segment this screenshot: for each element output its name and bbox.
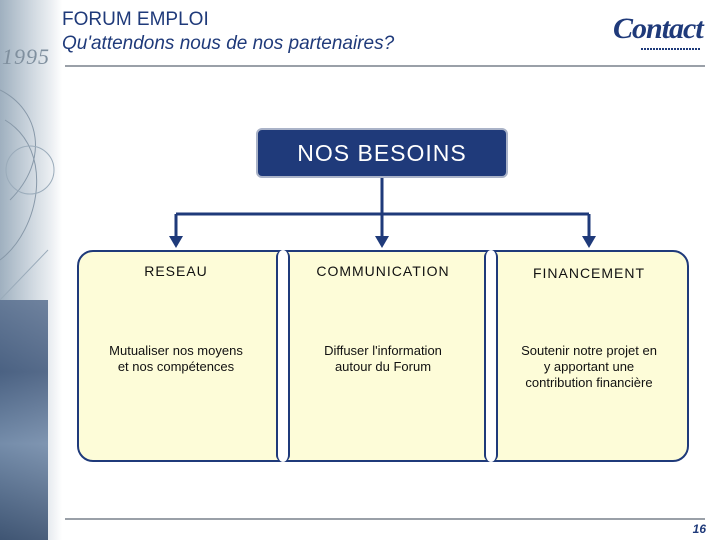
branch-title-communication: COMMUNICATION <box>316 263 450 279</box>
column-separator <box>484 250 498 462</box>
column-separator <box>276 250 290 462</box>
contact-logo: Contact <box>605 10 710 58</box>
arrow-down-icon <box>169 236 183 248</box>
branch-description-reseau: Mutualiser nos moyens et nos compétences <box>76 343 276 375</box>
description-line: Mutualiser nos moyens <box>109 343 243 358</box>
arrow-down-icon <box>582 236 596 248</box>
footer-divider <box>65 518 705 520</box>
branch-title-financement: FINANCEMENT <box>532 265 646 281</box>
needs-panel <box>77 250 689 462</box>
decorative-photo <box>0 300 48 540</box>
root-node-box: NOS BESOINS <box>256 128 508 178</box>
branch-title-reseau: RESEAU <box>144 263 208 279</box>
decorative-orbit-lines <box>0 89 55 301</box>
decorative-side-strip: 1995 <box>0 0 62 540</box>
description-line: y apportant une <box>543 359 635 374</box>
logo-wordmark: Contact <box>613 12 704 45</box>
description-line: contribution financière <box>525 375 653 390</box>
description-line: et nos compétences <box>117 359 235 374</box>
arrow-down-icon <box>375 236 389 248</box>
root-node-label: NOS BESOINS <box>297 139 467 166</box>
description-line: autour du Forum <box>334 359 432 374</box>
branch-description-financement: Soutenir notre projet en y apportant une… <box>489 343 689 391</box>
background-year-text: 1995 <box>2 44 50 69</box>
page-number: 16 <box>692 522 706 536</box>
header-divider <box>65 65 705 67</box>
logo-underline <box>641 48 701 50</box>
description-line: Soutenir notre projet en <box>521 343 657 358</box>
page-title: FORUM EMPLOI <box>62 9 209 30</box>
description-line: Diffuser l'information <box>324 343 442 358</box>
page-subtitle: Qu'attendons nous de nos partenaires? <box>62 33 395 54</box>
branch-description-communication: Diffuser l'information autour du Forum <box>283 343 483 375</box>
